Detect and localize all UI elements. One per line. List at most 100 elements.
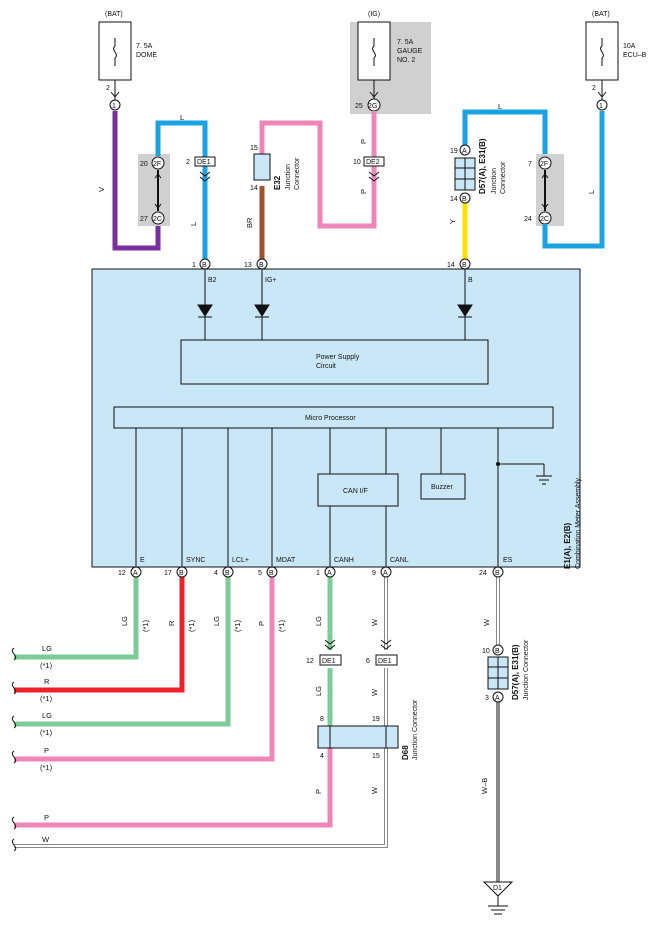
svg-text:D57(A), E31(B): D57(A), E31(B) [511, 644, 520, 700]
svg-text:P: P [257, 621, 266, 626]
svg-text:10: 10 [482, 648, 490, 655]
ig-fuse-c: NO. 2 [397, 57, 415, 64]
svg-text:ES: ES [503, 557, 513, 564]
svg-text:B: B [495, 570, 500, 577]
ig-fuse-b: GAUGE [397, 48, 423, 55]
svg-text:DE1: DE1 [378, 658, 392, 665]
svg-text:D1: D1 [493, 885, 502, 892]
wire-v-label: V [97, 187, 106, 192]
svg-text:(*1): (*1) [277, 619, 286, 632]
bat1-pin: 2 [106, 85, 110, 92]
svg-text:3: 3 [485, 695, 489, 702]
svg-text:4: 4 [320, 753, 324, 760]
svg-text:Power Supply: Power Supply [316, 354, 360, 361]
svg-text:A: A [462, 148, 467, 155]
svg-text:2: 2 [186, 159, 190, 166]
svg-text:B: B [495, 648, 500, 655]
wire-p-top [259, 120, 377, 229]
svg-text:D68: D68 [401, 745, 410, 760]
svg-text:CANL: CANL [390, 557, 409, 564]
svg-text:DE1: DE1 [197, 159, 211, 166]
svg-text:IG+: IG+ [265, 277, 276, 284]
svg-text:LCL+: LCL+ [232, 557, 249, 564]
svg-text:P: P [44, 813, 49, 822]
svg-text:LG: LG [314, 616, 323, 626]
micro-processor [113, 406, 554, 429]
ground-triangle [482, 881, 514, 897]
wire-break-marks [11, 647, 17, 852]
svg-text:12: 12 [118, 570, 126, 577]
svg-text:19: 19 [372, 716, 380, 723]
svg-text:6: 6 [366, 658, 370, 665]
ground-icon [536, 475, 552, 485]
wire-l-bat2 [542, 111, 605, 249]
bat2-fuse-a: 10A [623, 43, 636, 50]
svg-text:D57(A), E31(B): D57(A), E31(B) [478, 138, 487, 194]
de1-canh-connector [319, 654, 342, 666]
svg-text:20: 20 [140, 161, 148, 168]
meter-subtitle: Combination Meter Assembly [575, 477, 582, 569]
power-supply-circuit [180, 339, 489, 385]
wire-r-sync [14, 572, 185, 693]
meter-title: E1(A), E2(B) [563, 522, 572, 569]
bat1-source: (BAT) [105, 11, 123, 18]
buzzer [420, 473, 466, 500]
svg-text:(*1): (*1) [40, 661, 53, 670]
fuse-icon [600, 38, 604, 66]
svg-text:LG: LG [314, 686, 323, 696]
wire-l-right [462, 109, 548, 158]
svg-text:R: R [44, 677, 50, 686]
svg-text:(*1): (*1) [40, 763, 53, 772]
svg-text:19: 19 [450, 148, 458, 155]
svg-text:B: B [259, 262, 264, 269]
de2-connector [363, 156, 385, 167]
svg-text:W: W [370, 688, 379, 696]
ig-fuse-a: 7. 5A [397, 39, 414, 46]
wire-l-left [155, 120, 208, 264]
e32-connector [253, 153, 271, 181]
svg-text:(*1): (*1) [40, 728, 53, 737]
svg-text:14: 14 [450, 196, 458, 203]
svg-text:E: E [140, 557, 145, 564]
svg-text:B: B [225, 570, 230, 577]
svg-text:LG: LG [120, 616, 129, 626]
svg-text:B: B [462, 196, 467, 203]
svg-text:Circuit: Circuit [316, 363, 336, 370]
svg-text:LG: LG [42, 711, 52, 720]
wire-lg-e [14, 572, 139, 660]
svg-text:Connector: Connector [294, 157, 301, 190]
svg-text:CANH: CANH [334, 557, 354, 564]
diode-icon [254, 304, 270, 318]
bat1-fuse-b: DOME [136, 52, 157, 59]
svg-text:LG: LG [212, 616, 221, 626]
svg-text:A: A [495, 695, 500, 702]
svg-text:10: 10 [353, 159, 361, 166]
svg-text:24: 24 [479, 570, 487, 577]
svg-text:9: 9 [372, 570, 376, 577]
svg-text:W–B: W–B [480, 778, 489, 794]
bat2-fuse-b: ECU–B [623, 52, 647, 59]
svg-text:L: L [180, 113, 184, 122]
fuse-icon [113, 38, 117, 66]
de1-canl-connector [375, 654, 398, 666]
svg-text:L: L [498, 102, 502, 111]
svg-text:Junction: Junction [285, 164, 292, 190]
bat1-term: 1 [112, 103, 116, 110]
svg-text:14: 14 [447, 262, 455, 269]
svg-text:7: 7 [528, 161, 532, 168]
bat1-fuse-a: 7. 5A [136, 43, 153, 50]
svg-text:17: 17 [164, 570, 172, 577]
svg-text:CAN I/F: CAN I/F [343, 488, 368, 495]
svg-text:BR: BR [245, 217, 254, 228]
svg-text:1: 1 [192, 262, 196, 269]
dome-fuse [98, 21, 132, 81]
svg-text:P: P [359, 139, 368, 144]
svg-text:B: B [462, 262, 467, 269]
svg-text:5: 5 [258, 570, 262, 577]
can-if [317, 473, 399, 507]
svg-text:24: 24 [524, 216, 532, 223]
svg-text:27: 27 [140, 216, 148, 223]
bat2-source: (BAT) [592, 11, 610, 18]
svg-text:B: B [269, 570, 274, 577]
svg-text:W: W [370, 618, 379, 626]
